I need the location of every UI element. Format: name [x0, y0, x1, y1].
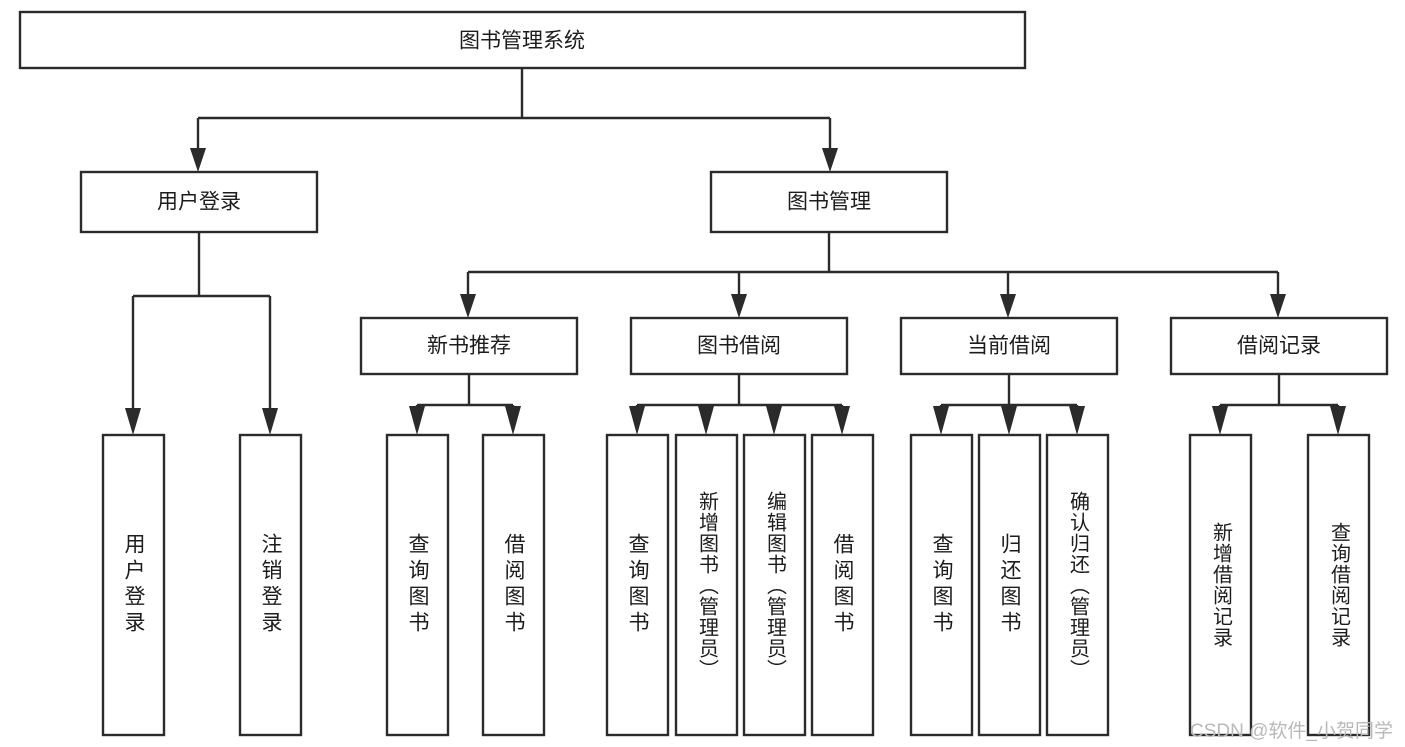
leaf-edit-book-label: 编辑图书（管理员） — [763, 490, 786, 680]
connector-borrow-record-to-leaves — [1212, 374, 1346, 435]
node-book-borrow-box[interactable] — [629, 316, 849, 376]
node-book-borrow[interactable]: 图书借阅 — [629, 316, 849, 376]
arrow-to-leaf-confirm-return — [1069, 406, 1085, 435]
node-user-login-label: 用户登录 — [157, 191, 241, 214]
arrow-to-leaf-query-record — [1330, 406, 1346, 435]
arrow-to-leaf-borrow-book-1 — [505, 406, 521, 435]
leaf-confirm-return-label: 确认归还（管理员） — [1066, 490, 1089, 680]
leaf-add-book-label: 新增图书（管理员） — [695, 490, 718, 680]
leaf-user-logout-label: 注销登录 — [259, 533, 282, 637]
leaf-confirm-return-box[interactable] — [1045, 433, 1110, 737]
arrow-to-leaf-query-book-1 — [409, 406, 425, 435]
connector-book-management-to-level3 — [460, 232, 1286, 318]
arrow-to-new-book-recommend — [460, 294, 476, 318]
leaf-query-book-1-box[interactable] — [385, 433, 450, 737]
node-borrow-record-box[interactable] — [1169, 316, 1389, 376]
arrow-to-leaf-user-login — [125, 408, 141, 435]
node-borrow-record[interactable]: 借阅记录 — [1169, 316, 1389, 376]
leaf-return-book-box[interactable] — [977, 433, 1042, 737]
connector-root-to-level2 — [190, 68, 838, 172]
leaf-query-book-2-label: 查询图书 — [626, 533, 649, 637]
leaf-borrow-book-1-label: 借阅图书 — [502, 533, 525, 637]
leaf-add-book-box[interactable] — [674, 433, 739, 737]
node-book-management-label: 图书管理 — [787, 191, 871, 214]
connector-new-book-recommend-to-leaves — [409, 374, 521, 435]
arrow-to-leaf-return-book — [1001, 406, 1017, 435]
arrow-to-current-borrow — [1000, 294, 1016, 318]
node-root-box[interactable] — [18, 10, 1027, 70]
leaf-borrow-book-2-label: 借阅图书 — [831, 533, 854, 637]
leaf-query-book-1-label: 查询图书 — [406, 533, 429, 637]
arrow-to-leaf-borrow-book-2 — [834, 406, 850, 435]
arrow-to-leaf-query-book-3 — [933, 406, 949, 435]
arrow-to-leaf-edit-book — [766, 406, 782, 435]
leaf-user-logout-box[interactable] — [238, 433, 303, 737]
leaf-return-book-label: 归还图书 — [998, 533, 1021, 637]
node-current-borrow[interactable]: 当前借阅 — [899, 316, 1119, 376]
node-root[interactable]: 图书管理系统 — [18, 10, 1027, 70]
connector-user-login-to-leaves — [125, 232, 278, 435]
leaf-query-record-box[interactable] — [1306, 433, 1371, 737]
node-book-borrow-label: 图书借阅 — [697, 335, 781, 358]
arrow-to-book-management — [822, 148, 838, 172]
node-book-management[interactable]: 图书管理 — [709, 170, 949, 234]
leaf-query-book-3-label: 查询图书 — [930, 533, 953, 637]
arrow-to-leaf-user-logout — [262, 408, 278, 435]
node-root-label: 图书管理系统 — [459, 30, 585, 53]
node-new-book-recommend[interactable]: 新书推荐 — [359, 316, 579, 376]
arrow-to-leaf-add-record — [1212, 406, 1228, 435]
leaf-add-record-label: 新增借阅记录 — [1209, 522, 1232, 648]
leaf-borrow-book-2-box[interactable] — [810, 433, 875, 737]
leaf-add-record-box[interactable] — [1188, 433, 1253, 737]
arrow-to-leaf-query-book-2 — [629, 406, 645, 435]
leaf-user-login-box[interactable] — [101, 433, 166, 737]
leaf-borrow-book-1-box[interactable] — [481, 433, 546, 737]
leaf-query-record-label: 查询借阅记录 — [1327, 522, 1350, 648]
node-user-login[interactable]: 用户登录 — [79, 170, 319, 234]
node-current-borrow-label: 当前借阅 — [967, 335, 1051, 358]
leaf-query-book-2-box[interactable] — [605, 433, 670, 737]
connector-book-borrow-to-leaves — [629, 374, 850, 435]
node-new-book-recommend-label: 新书推荐 — [427, 335, 511, 358]
csdn-watermark: CSDN @软件_小贺同学 — [1190, 721, 1393, 742]
arrow-to-borrow-record — [1270, 294, 1286, 318]
connector-current-borrow-to-leaves — [933, 374, 1085, 435]
node-book-management-box[interactable] — [709, 170, 949, 234]
arrow-to-book-borrow — [731, 294, 747, 318]
leaf-edit-book-box[interactable] — [742, 433, 807, 737]
leaf-query-book-3-box[interactable] — [909, 433, 974, 737]
node-user-login-box[interactable] — [79, 170, 319, 234]
arrow-to-user-login — [190, 148, 206, 172]
leaf-user-login-label: 用户登录 — [122, 533, 145, 637]
arrow-to-leaf-add-book — [698, 406, 714, 435]
node-borrow-record-label: 借阅记录 — [1237, 335, 1321, 358]
node-new-book-recommend-box[interactable] — [359, 316, 579, 376]
